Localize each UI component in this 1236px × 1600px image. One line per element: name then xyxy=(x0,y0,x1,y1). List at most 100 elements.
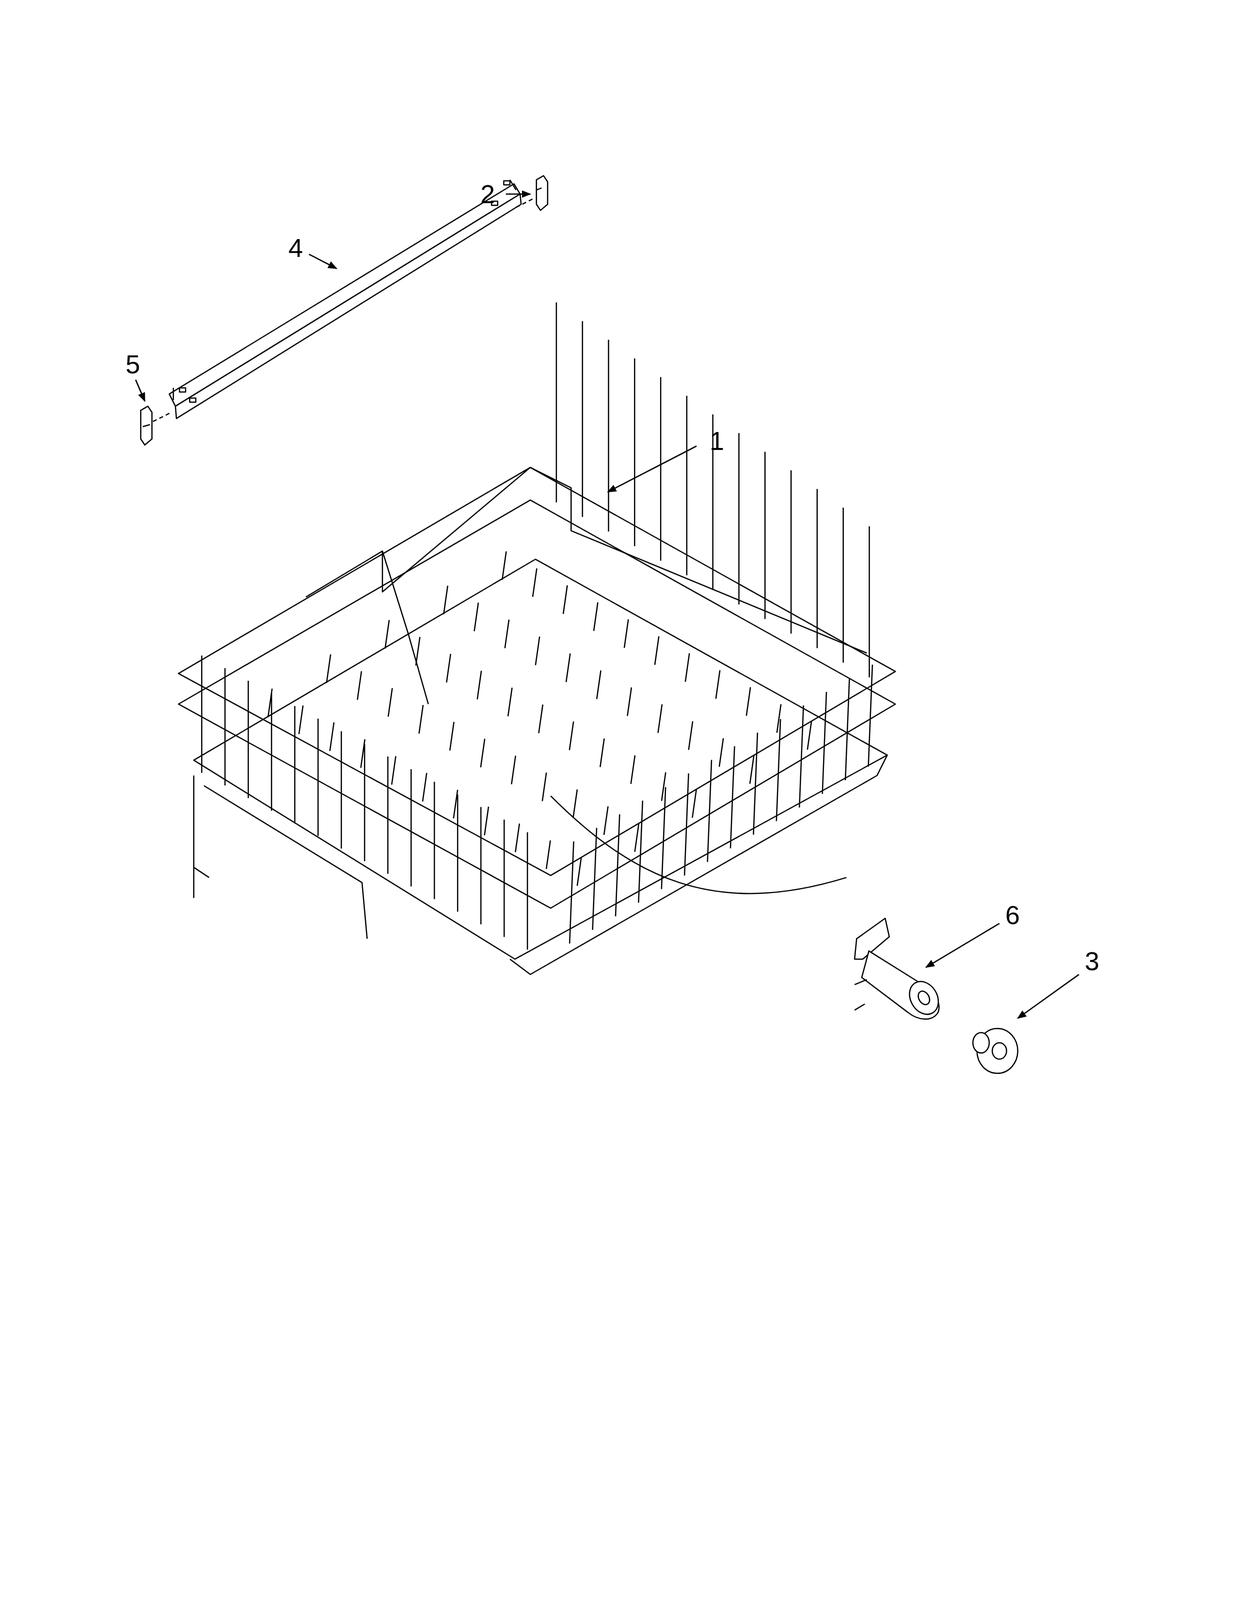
rack-wire xyxy=(685,652,690,682)
rack-wire xyxy=(569,721,574,750)
rack-wire xyxy=(391,755,396,785)
rack-wire xyxy=(807,720,812,750)
callout-number: 6 xyxy=(1005,901,1020,928)
rack-wire xyxy=(607,339,610,532)
rack-wire xyxy=(268,688,272,717)
rack-wire xyxy=(661,786,666,889)
rack-wire xyxy=(654,635,659,665)
rack-wire xyxy=(340,730,343,849)
rack-wire xyxy=(776,703,781,733)
callout-number: 2 xyxy=(480,180,495,207)
rack-wire xyxy=(730,745,735,848)
rack-wire xyxy=(484,806,489,836)
rack-wire xyxy=(816,489,819,649)
rack-wire xyxy=(715,669,720,699)
rack-wire xyxy=(505,619,509,649)
rack-wire xyxy=(330,722,334,751)
rack-wire xyxy=(746,686,751,716)
rack-wire xyxy=(449,721,454,751)
rack-wire xyxy=(526,832,529,950)
rack-wire xyxy=(868,526,871,678)
rack-wire xyxy=(692,789,697,818)
rack-wire xyxy=(790,470,793,634)
rack-wire xyxy=(799,705,804,808)
rack-wire xyxy=(719,738,724,767)
rack-wire xyxy=(822,691,827,794)
rail-end-cap xyxy=(516,175,548,211)
rack-wire xyxy=(503,819,506,937)
rack-wire xyxy=(326,654,331,683)
rack-wire xyxy=(842,507,844,663)
rack-wire xyxy=(572,789,577,818)
rack-wire xyxy=(749,755,754,784)
rack-wire xyxy=(603,806,608,835)
rack-wire xyxy=(511,755,516,785)
rack-wire xyxy=(357,670,362,700)
rack-wire xyxy=(364,743,366,861)
rack-wire xyxy=(738,432,740,604)
rack-wire xyxy=(317,718,319,836)
rack-wire xyxy=(457,793,459,912)
rack-wire xyxy=(633,358,636,546)
rack-wire xyxy=(474,602,478,632)
rack-wire xyxy=(247,680,250,798)
rack-wire xyxy=(776,718,781,821)
rack-wire xyxy=(563,585,568,614)
rack-wire xyxy=(661,772,666,801)
rack-wire xyxy=(422,772,427,802)
rack-wire xyxy=(688,721,693,750)
upper-rack-basket xyxy=(178,302,896,975)
rack-wire xyxy=(453,789,458,819)
rack-wire xyxy=(686,395,688,575)
rack-wire xyxy=(433,781,436,899)
rack-wire xyxy=(566,653,571,682)
rack-wire xyxy=(684,773,689,875)
rack-wire xyxy=(660,377,662,561)
rack-rail xyxy=(169,179,522,419)
rack-wire xyxy=(535,636,540,666)
rack-wire xyxy=(596,670,601,699)
callout-number: 4 xyxy=(288,234,303,261)
rack-wire xyxy=(360,739,365,768)
rack-wire xyxy=(299,705,303,734)
rack-wire xyxy=(388,687,393,717)
rack-wire xyxy=(294,705,296,824)
rack-wire xyxy=(600,738,604,767)
rack-wire xyxy=(446,653,451,683)
rack-wire xyxy=(593,602,598,631)
callout-number: 3 xyxy=(1084,947,1100,974)
rack-wire xyxy=(502,551,507,580)
rack-wire xyxy=(555,302,558,503)
rack-wire xyxy=(418,704,423,734)
rack-wire xyxy=(581,320,584,517)
rack-wire xyxy=(201,655,203,773)
rack-wire xyxy=(638,800,643,903)
rack-wire xyxy=(764,451,766,619)
callout-number: 1 xyxy=(709,427,725,454)
roller-axle xyxy=(854,918,945,1020)
rack-wire xyxy=(868,664,872,767)
rack-wire xyxy=(707,759,712,862)
callout-number: 5 xyxy=(125,350,141,378)
rail-end-stop xyxy=(140,406,172,445)
rack-wire xyxy=(532,568,537,597)
rack-wire xyxy=(480,738,485,768)
rack-wire xyxy=(415,636,420,666)
rack-wire xyxy=(592,827,597,930)
rack-wire xyxy=(443,585,448,615)
rack-wire xyxy=(546,839,551,869)
rack-wire xyxy=(577,856,582,886)
rack-wire xyxy=(753,732,758,835)
rack-wire xyxy=(624,618,629,648)
rack-wire xyxy=(224,667,226,786)
rack-wire xyxy=(569,841,574,944)
rack-wire xyxy=(410,768,412,887)
leader-arrows xyxy=(135,193,1079,1018)
rack-wire xyxy=(385,619,390,649)
rack-wire xyxy=(477,670,482,699)
rack-wire xyxy=(634,823,639,852)
rack-wheel xyxy=(972,1028,1018,1074)
rack-wire xyxy=(270,693,273,811)
rack-wire xyxy=(542,772,547,801)
